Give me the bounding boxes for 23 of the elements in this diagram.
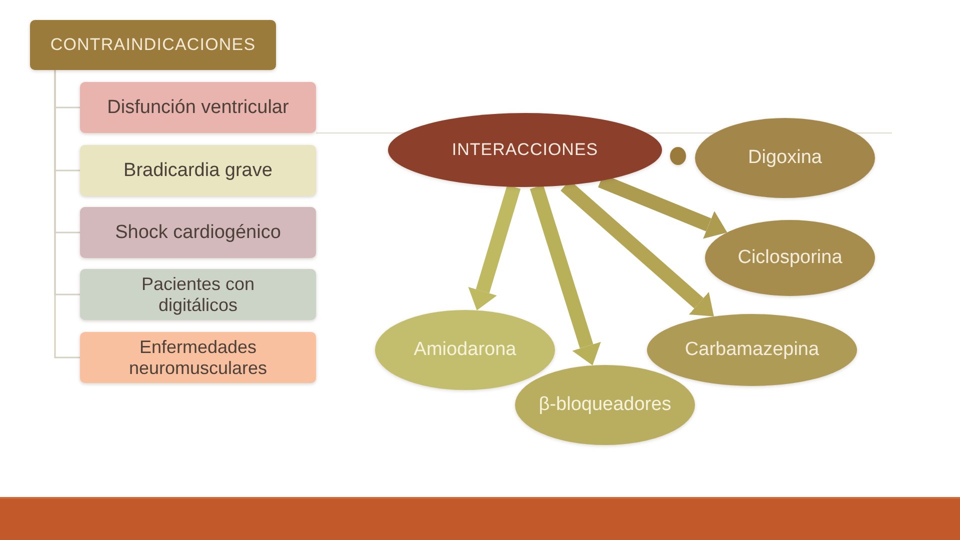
drug-ellipse: [705, 220, 875, 296]
drug-label: Carbamazepina: [684, 339, 820, 361]
block-arrow: [468, 184, 521, 310]
drug-label: Ciclosporina: [738, 247, 842, 269]
connector-line: [54, 70, 80, 358]
drug-label: β-bloqueadores: [538, 394, 672, 416]
item-label: Pacientes con digitálicos: [140, 274, 256, 316]
item-tile: [80, 82, 316, 133]
item-tile: [80, 145, 316, 196]
item-label: Bradicardia grave: [124, 160, 272, 182]
item-label: Shock cardiogénico: [115, 222, 281, 244]
block-arrow: [530, 184, 601, 366]
item-tile: [80, 207, 316, 258]
item-tile: [80, 269, 316, 320]
connector-dot: [670, 147, 686, 165]
item-tile: [80, 332, 316, 383]
drug-label: Amiodarona: [414, 339, 516, 361]
item-label: Disfunción ventricular: [107, 96, 289, 118]
item-label: Enfermedades neuromusculares: [128, 336, 268, 378]
drug-label: Digoxina: [748, 147, 822, 169]
heading-label: CONTRAINDICACIONES: [50, 35, 256, 55]
hub-label: INTERACCIONES: [452, 140, 598, 160]
title-tile: [30, 20, 276, 70]
